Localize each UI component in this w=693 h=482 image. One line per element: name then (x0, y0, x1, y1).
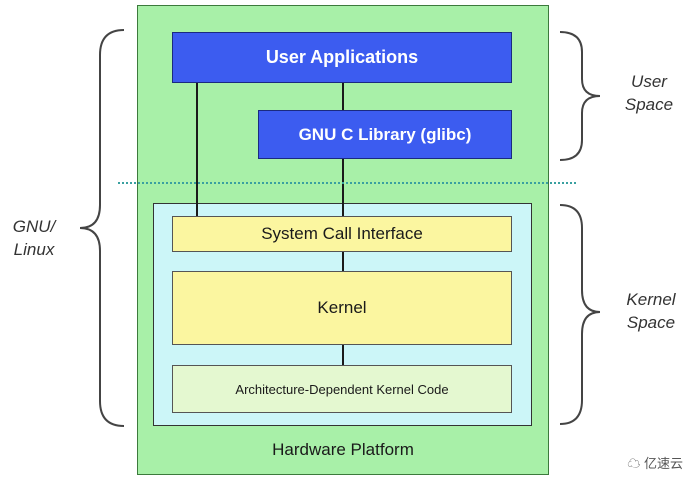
glibc-block: GNU C Library (glibc) (258, 110, 512, 159)
kernel-space-label: Kernel Space (612, 288, 690, 334)
hardware-platform-label: Hardware Platform (272, 440, 414, 459)
kernel-space-line2: Space (626, 313, 676, 332)
user-kernel-divider (118, 182, 576, 184)
gnu-linux-line1: GNU/ (12, 217, 56, 236)
connector-sci-to-kernel (342, 252, 344, 271)
gnu-linux-line2: Linux (13, 240, 55, 259)
watermark-text: 亿速云 (643, 456, 683, 471)
watermark-logo: ☁ 亿速云 (627, 453, 683, 472)
connector-glibc-to-sci (342, 159, 344, 216)
connector-apps-to-glibc (342, 83, 344, 110)
kernel-space-line1: Kernel (626, 290, 676, 309)
kernel-space-brace (559, 204, 601, 425)
kernel-block: Kernel (172, 271, 512, 345)
arch-dependent-code-block: Architecture-Dependent Kernel Code (172, 365, 512, 413)
user-space-line2: Space (624, 95, 674, 114)
user-space-label: User Space (612, 70, 686, 116)
gnu-linux-label: GNU/ Linux (2, 215, 66, 261)
user-space-brace (559, 31, 601, 161)
user-space-line1: User (631, 72, 667, 91)
system-call-interface-block: System Call Interface (172, 216, 512, 252)
connector-apps-to-sci (196, 83, 198, 216)
user-applications-block: User Applications (172, 32, 512, 83)
connector-kernel-to-arch (342, 345, 344, 365)
cloud-icon: ☁ (627, 456, 641, 471)
gnu-linux-brace (79, 29, 125, 427)
